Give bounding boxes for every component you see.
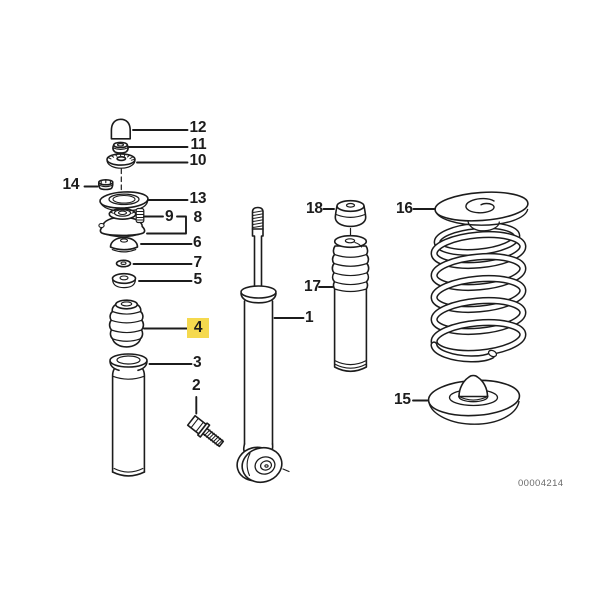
- callout-8[interactable]: 8: [193, 209, 203, 226]
- part-15-lower-spring-pad: [427, 374, 521, 425]
- callout-7[interactable]: 7: [193, 254, 203, 271]
- callout-4-highlighted[interactable]: 4: [187, 318, 209, 338]
- part-10-support-bearing: [106, 153, 136, 169]
- callout-16[interactable]: 16: [396, 199, 413, 217]
- callout-1[interactable]: 1: [305, 308, 314, 326]
- callout-3[interactable]: 3: [193, 354, 202, 371]
- part-16-upper-spring-pad: [434, 191, 529, 232]
- part-3-protective-tube: [109, 353, 148, 477]
- callout-14[interactable]: 14: [62, 176, 80, 193]
- callout-17[interactable]: 17: [304, 277, 321, 295]
- document-number: 00004214: [518, 478, 564, 489]
- callout-10[interactable]: 10: [189, 152, 207, 169]
- part-coil-spring: [430, 230, 527, 363]
- part-1-shock-absorber: [236, 206, 290, 484]
- leader-lines: [83, 129, 436, 415]
- part-11-lock-nut: [112, 141, 129, 154]
- part-5-washer: [111, 272, 137, 289]
- part-4-bump-stop: [108, 299, 145, 348]
- part-2-bolt: [186, 414, 225, 448]
- part-13-upper-plate: [99, 191, 149, 212]
- part-6-dome-washer: [109, 236, 139, 253]
- part-17-additional-damper: [331, 234, 370, 373]
- part-18-damper-cap: [334, 199, 367, 228]
- callout-9[interactable]: 9: [165, 207, 174, 225]
- callout-5[interactable]: 5: [193, 271, 203, 288]
- callout-13[interactable]: 13: [189, 190, 207, 207]
- part-12-dome-cap: [110, 118, 131, 140]
- callout-15[interactable]: 15: [394, 390, 411, 408]
- part-14-castle-nut: [97, 179, 114, 191]
- part-9-8-strut-mount: [98, 207, 146, 238]
- callout-6[interactable]: 6: [193, 234, 202, 251]
- callout-11[interactable]: 11: [190, 136, 207, 153]
- callout-18[interactable]: 18: [306, 199, 323, 217]
- callout-12[interactable]: 12: [189, 118, 207, 136]
- part-7-small-washer: [115, 259, 132, 268]
- callout-2[interactable]: 2: [192, 376, 201, 394]
